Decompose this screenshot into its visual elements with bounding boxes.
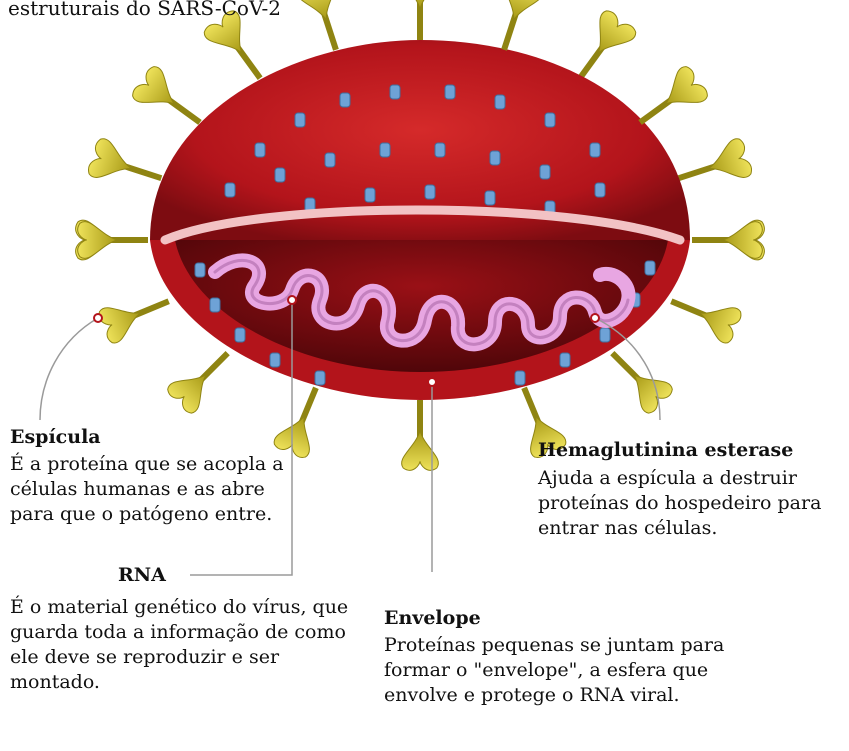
- membrane-protein: [435, 143, 445, 157]
- membrane-protein: [340, 93, 350, 107]
- membrane-protein: [485, 191, 495, 205]
- membrane-protein: [645, 261, 655, 275]
- membrane-protein: [445, 85, 455, 99]
- envelope-marker: [428, 378, 436, 386]
- espicula-marker: [94, 314, 102, 322]
- espicula-leader: [40, 318, 98, 420]
- rna-description: É o material genético do vírus, que guar…: [10, 595, 360, 695]
- spike-protein: [402, 400, 439, 470]
- rna-marker: [288, 296, 296, 304]
- envelope-heading: Envelope: [384, 606, 481, 631]
- spike-protein: [664, 284, 743, 345]
- membrane-protein: [380, 143, 390, 157]
- membrane-protein: [325, 153, 335, 167]
- hemaglutinina-marker: [591, 314, 599, 322]
- hemaglutinina-heading: Hemaglutinina esterase: [538, 438, 793, 463]
- membrane-protein: [540, 165, 550, 179]
- diagram-title: estruturais do SARS-CoV-2: [8, 0, 281, 21]
- membrane-protein: [490, 151, 500, 165]
- membrane-protein: [600, 328, 610, 342]
- membrane-protein: [315, 371, 325, 385]
- membrane-protein: [275, 168, 285, 182]
- membrane-protein: [495, 95, 505, 109]
- spike-protein: [78, 222, 148, 259]
- membrane-protein: [590, 143, 600, 157]
- membrane-protein: [545, 113, 555, 127]
- membrane-protein: [270, 353, 280, 367]
- membrane-protein: [560, 353, 570, 367]
- spike-protein: [673, 137, 754, 197]
- membrane-protein: [195, 263, 205, 277]
- membrane-protein: [515, 371, 525, 385]
- membrane-protein: [235, 328, 245, 342]
- membrane-protein: [225, 183, 235, 197]
- spike-protein: [165, 340, 241, 416]
- spike-protein: [86, 137, 167, 197]
- spike-protein: [97, 284, 176, 345]
- membrane-protein: [210, 298, 220, 312]
- membrane-protein: [365, 188, 375, 202]
- hemaglutinina-description: Ajuda a espícula a destruir proteínas do…: [538, 466, 848, 541]
- rna-heading: RNA: [118, 563, 166, 588]
- espicula-heading: Espícula: [10, 425, 101, 450]
- membrane-protein: [425, 185, 435, 199]
- spike-protein: [692, 222, 762, 259]
- membrane-protein: [390, 85, 400, 99]
- membrane-protein: [295, 113, 305, 127]
- membrane-protein: [595, 183, 605, 197]
- membrane-protein: [255, 143, 265, 157]
- spike-protein: [272, 381, 333, 460]
- envelope-description: Proteínas pequenas se juntam para formar…: [384, 633, 734, 708]
- espicula-description: É a proteína que se acopla a células hum…: [10, 452, 300, 527]
- spike-protein: [295, 0, 355, 56]
- spike-protein: [400, 0, 440, 40]
